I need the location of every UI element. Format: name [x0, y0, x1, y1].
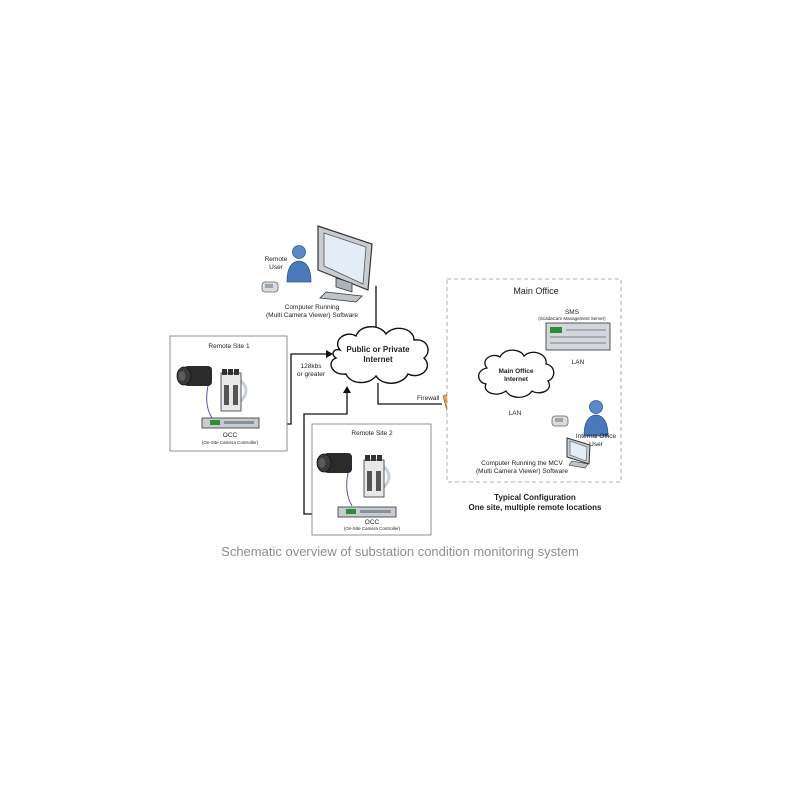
- typical-configuration-title: Typical Configuration: [494, 493, 576, 502]
- typical-configuration-subtitle: One site, multiple remote locations: [469, 503, 602, 512]
- sms-label: SMS: [565, 309, 580, 316]
- monitor-icon: [317, 225, 373, 303]
- remote-computer-label: Computer Running: [285, 304, 340, 311]
- internet-label-2: Internet: [363, 355, 393, 364]
- bandwidth-label-2: or greater: [297, 371, 326, 378]
- phone-icon: [261, 281, 279, 293]
- main-office-cloud: [477, 349, 555, 399]
- remote-site-1-occ-sublabel: (On-Site Camera Controller): [202, 440, 259, 445]
- internal-user-label-2: User: [589, 441, 604, 448]
- remote-site-1-occ-label: OCC: [223, 432, 238, 439]
- arrow-site1: [326, 350, 333, 358]
- office-monitor-icon: [566, 437, 591, 469]
- server-icon: [545, 322, 611, 351]
- arrow-site2: [343, 386, 351, 393]
- internet-cloud: [330, 326, 429, 384]
- sms-sublabel: (ScadaCam Management Server): [538, 316, 606, 321]
- main-office-cloud-label: Main Office: [498, 368, 533, 375]
- office-computer-label: Computer Running the MCV: [481, 460, 563, 467]
- thermal-camera-icon-1: [176, 366, 212, 386]
- occ-device-icon-2: [337, 506, 397, 518]
- bandwidth-label: 128kbs: [301, 363, 323, 370]
- remote-user-label: Remote: [265, 256, 288, 263]
- internal-user-icon: [583, 400, 609, 437]
- cable-site1: [206, 385, 213, 419]
- remote-computer-label-2: (Multi Camera Viewer) Software: [266, 312, 358, 319]
- lan-label-computer: LAN: [509, 410, 522, 417]
- remote-site-1-title: Remote Site 1: [208, 343, 250, 350]
- main-office-title: Main Office: [513, 286, 558, 296]
- internet-label: Public or Private: [346, 345, 410, 354]
- cable-site2: [346, 472, 353, 507]
- lan-label-sms: LAN: [572, 359, 585, 366]
- internal-phone-icon: [551, 415, 569, 427]
- office-computer-label-2: (Multi Camera Viewer) Software: [476, 468, 568, 475]
- remote-site-2-occ-label: OCC: [365, 519, 380, 526]
- thermal-camera-icon-2: [316, 453, 352, 473]
- remote-site-2-title: Remote Site 2: [351, 430, 393, 437]
- link-internet-firewall: [377, 383, 442, 405]
- remote-site-2-occ-sublabel: (On-Site Camera Controller): [344, 526, 401, 531]
- substation-icon-2: [363, 455, 391, 498]
- substation-icon-1: [220, 369, 248, 412]
- occ-device-icon-1: [201, 417, 260, 429]
- remote-user-icon: [286, 245, 312, 283]
- firewall-label: Firewall: [417, 395, 440, 402]
- remote-user-label-2: User: [269, 264, 284, 271]
- figure-caption: Schematic overview of substation conditi…: [221, 544, 579, 559]
- internal-user-label: Internal Office: [576, 433, 617, 440]
- main-office-cloud-label-2: Internet: [504, 376, 529, 383]
